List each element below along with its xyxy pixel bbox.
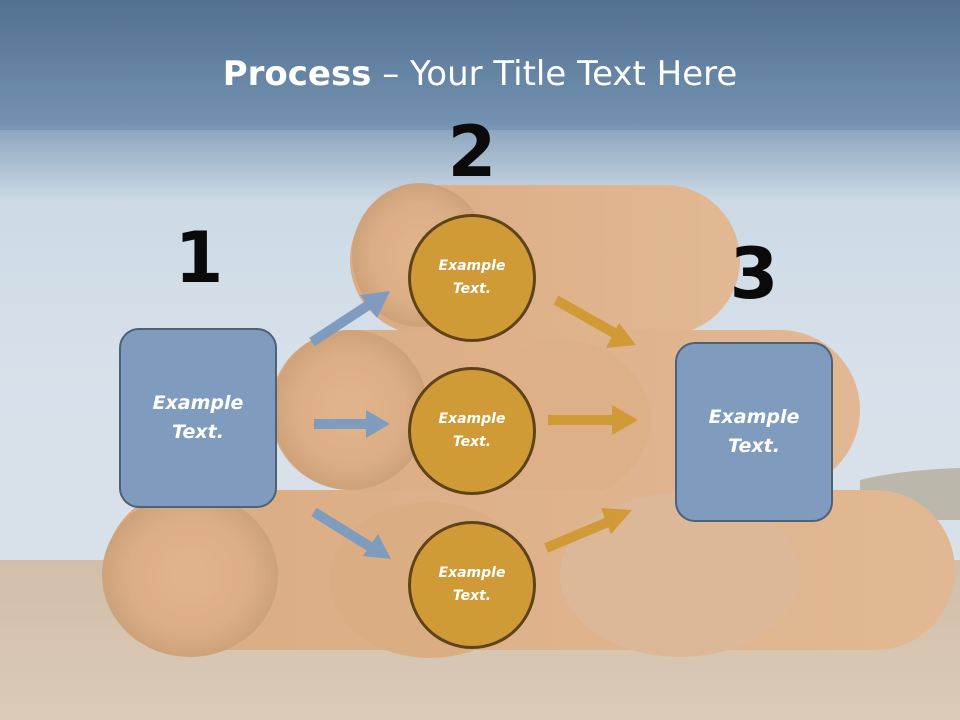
- arrow-left-to-bottom: [311, 507, 391, 559]
- arrow-left-to-middle: [314, 410, 390, 438]
- step-number-1: 1: [174, 217, 224, 299]
- step-number-2: 2: [447, 111, 497, 193]
- arrow-left-to-top: [309, 291, 390, 347]
- arrow-bottom-to-right: [544, 508, 632, 553]
- arrow-top-to-right: [553, 295, 636, 348]
- slide-title: Process – Your Title Text Here: [0, 48, 960, 100]
- arrow-middle-to-right: [548, 405, 638, 435]
- step-number-3: 3: [729, 233, 779, 315]
- title-rest: – Your Title Text Here: [371, 54, 738, 94]
- title-bold: Process: [222, 54, 372, 94]
